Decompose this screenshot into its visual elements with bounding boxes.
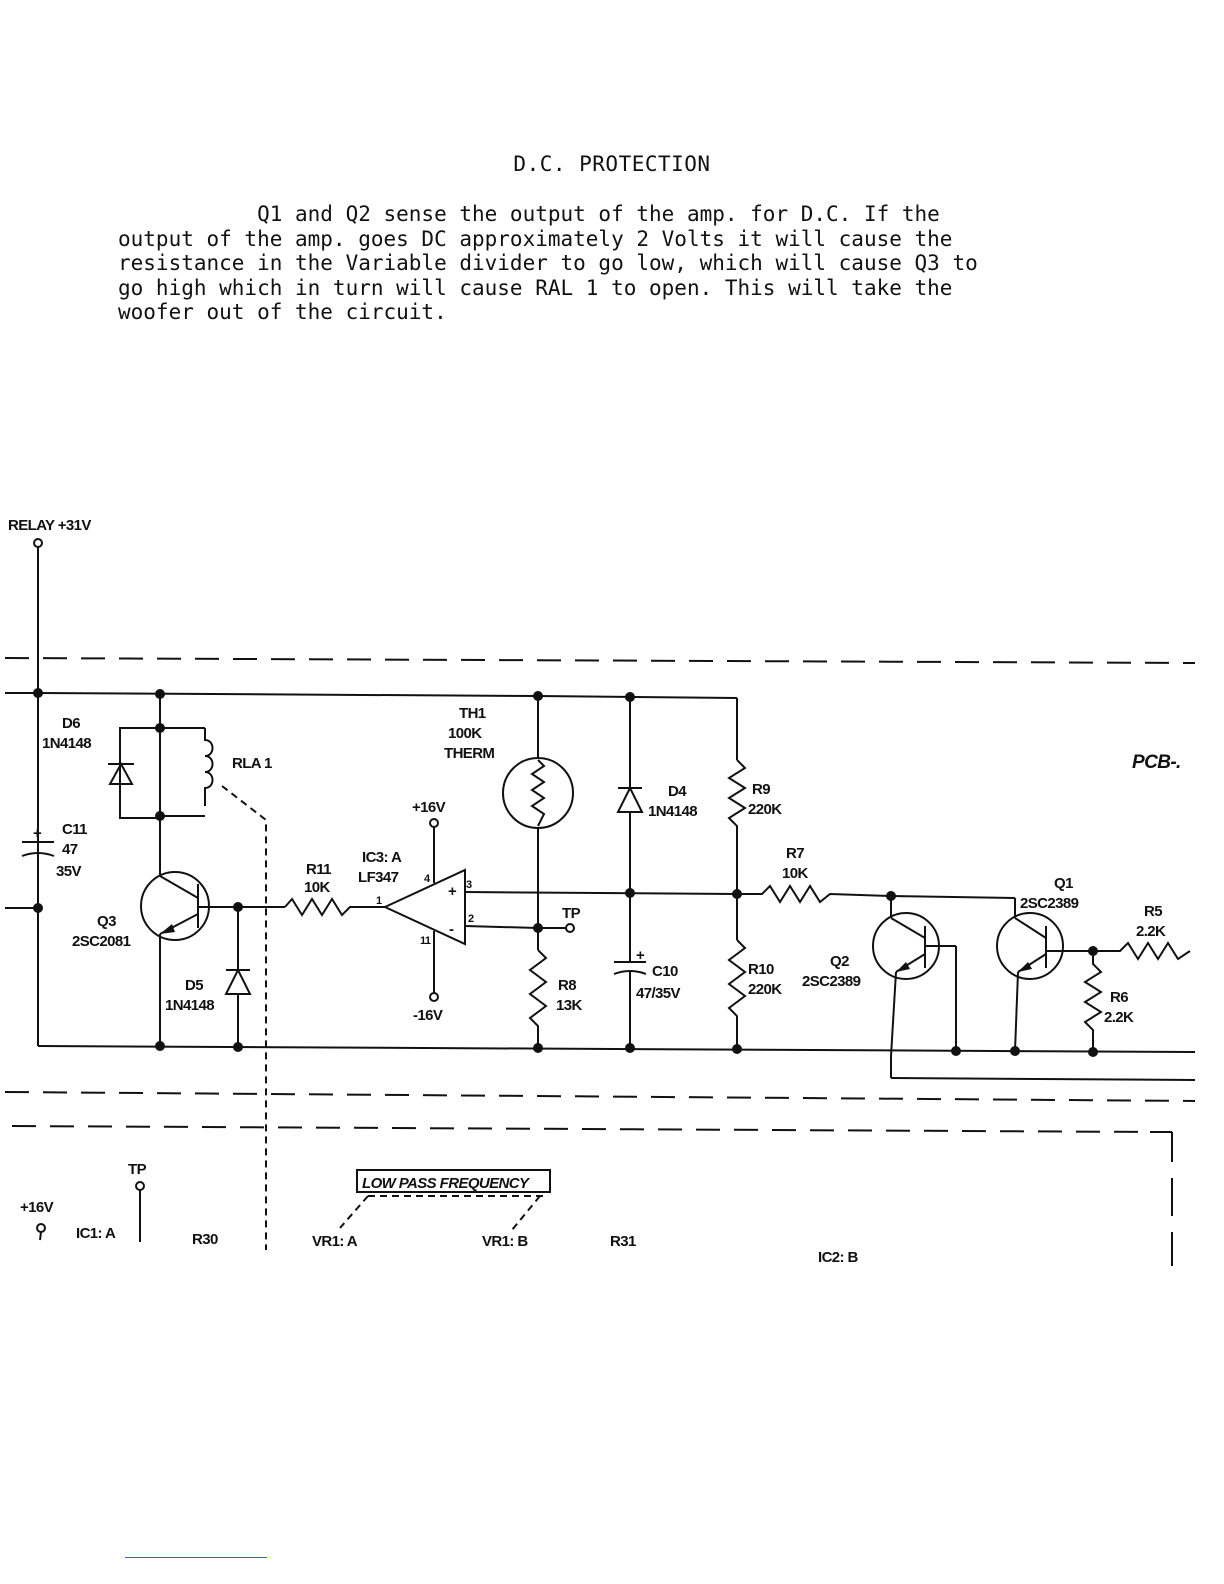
c10-ref: C10 xyxy=(652,963,678,980)
r30-label: R30 xyxy=(192,1231,218,1248)
ic3-op-amp xyxy=(382,818,738,1002)
d6-ref: D6 xyxy=(62,715,80,732)
relay-supply-label: RELAY +31V xyxy=(8,517,91,534)
ic3-plus: + xyxy=(448,883,457,900)
r6-ref: R6 xyxy=(1110,989,1128,1006)
r5-value: 2.2K xyxy=(1136,923,1166,940)
junction-dots xyxy=(33,688,1098,1057)
r9-resistor xyxy=(727,759,747,894)
pcb-label: PCB-. xyxy=(1132,752,1181,773)
paragraph-line: woofer out of the circuit. xyxy=(118,300,447,325)
ic3-pin-2: 2 xyxy=(468,913,474,925)
ic3-pin-3: 3 xyxy=(466,879,472,891)
r11-resistor xyxy=(284,897,385,917)
c10-capacitor xyxy=(613,961,647,1048)
test-point xyxy=(538,923,575,933)
d4-ref: D4 xyxy=(668,783,687,800)
vneg-label: -16V xyxy=(413,1007,443,1024)
r6-value: 2.2K xyxy=(1104,1009,1134,1026)
vr1a-label: VR1: A xyxy=(312,1233,358,1250)
ic3-minus: - xyxy=(449,921,454,938)
bottom-rail xyxy=(5,907,1196,1081)
ic3-ref: IC3: A xyxy=(362,849,402,866)
d6-diode xyxy=(108,727,161,819)
q2-ref: Q2 xyxy=(830,953,849,970)
ic3-pin-1: 1 xyxy=(376,895,382,907)
r10-ref: R10 xyxy=(748,961,774,978)
lower-tp-label: TP xyxy=(128,1161,147,1178)
rla1-label: RLA 1 xyxy=(232,755,272,772)
r8-resistor xyxy=(528,949,548,1048)
r5-ref: R5 xyxy=(1144,903,1162,920)
vpos-label: +16V xyxy=(412,799,446,816)
th1-thermistor xyxy=(502,696,574,950)
d4-diode xyxy=(616,697,644,962)
pcb-boundary-lines xyxy=(4,657,1196,1266)
d6-part: 1N4148 xyxy=(42,735,91,752)
r10-resistor xyxy=(727,894,747,1050)
q2-part: 2SC2389 xyxy=(802,973,861,990)
footer-rule xyxy=(125,1557,267,1558)
r5-resistor xyxy=(1093,941,1191,961)
d4-part: 1N4148 xyxy=(648,803,697,820)
top-rail xyxy=(5,692,738,760)
c10-value: 47/35V xyxy=(636,985,681,1002)
th1-type: THERM xyxy=(444,745,494,762)
ic2-label: IC2: B xyxy=(818,1249,859,1266)
q3-transistor xyxy=(140,870,285,1046)
relay-mechanical-link xyxy=(221,785,267,1250)
d5-diode xyxy=(224,907,252,1046)
ic3-pin-4: 4 xyxy=(424,873,431,885)
r7-ref: R7 xyxy=(786,845,804,862)
vr1b-label: VR1: B xyxy=(482,1233,528,1250)
r8-ref: R8 xyxy=(558,977,576,994)
q1-part: 2SC2389 xyxy=(1020,895,1079,912)
description-paragraph: Q1 and Q2 sense the output of the amp. f… xyxy=(118,202,1118,325)
ic1-label: IC1: A xyxy=(76,1225,116,1242)
d5-ref: D5 xyxy=(185,977,203,994)
lower-circuit-fragment xyxy=(36,1169,551,1242)
c11-ref: C11 xyxy=(62,821,87,838)
paragraph-line: Q1 and Q2 sense the output of the amp. f… xyxy=(118,202,940,226)
q1-ref: Q1 xyxy=(1054,875,1073,892)
r11-ref: R11 xyxy=(306,861,331,878)
th1-ref: TH1 xyxy=(459,705,486,722)
lower-supply-label: +16V xyxy=(20,1199,54,1216)
r6-resistor xyxy=(1083,951,1103,1052)
r7-resistor xyxy=(737,884,892,904)
r9-value: 220K xyxy=(748,801,782,818)
c10-plus: + xyxy=(636,947,645,964)
r7-value: 10K xyxy=(782,865,808,882)
ic3-pin-11: 11 xyxy=(420,935,431,947)
r9-ref: R9 xyxy=(752,781,770,798)
d5-part: 1N4148 xyxy=(165,997,214,1014)
page-title: D.C. PROTECTION xyxy=(513,152,711,176)
rla1-relay-coil xyxy=(159,693,214,870)
q2-transistor xyxy=(872,895,1016,1057)
paragraph-line: go high which in turn will cause RAL 1 t… xyxy=(118,275,953,300)
q3-part: 2SC2081 xyxy=(72,933,131,950)
c11-value: 47 xyxy=(62,841,78,858)
q1-transistor xyxy=(996,898,1093,1052)
r11-value: 10K xyxy=(304,879,330,896)
c11-capacitor xyxy=(21,841,55,857)
paragraph-line: output of the amp. goes DC approximately… xyxy=(118,226,953,251)
r31-label: R31 xyxy=(610,1233,636,1250)
r10-value: 220K xyxy=(748,981,782,998)
c11-plus: + xyxy=(33,825,42,842)
relay-supply-terminal xyxy=(33,538,43,908)
ic3-part: LF347 xyxy=(358,869,399,886)
r8-value: 13K xyxy=(556,997,582,1014)
paragraph-line: resistance in the Variable divider to go… xyxy=(118,251,978,276)
low-pass-frequency-label: LOW PASS FREQUENCY xyxy=(362,1175,531,1192)
q3-ref: Q3 xyxy=(97,913,116,930)
c11-rating: 35V xyxy=(56,863,81,880)
test-point-label: TP xyxy=(562,905,581,922)
th1-value: 100K xyxy=(448,725,482,742)
